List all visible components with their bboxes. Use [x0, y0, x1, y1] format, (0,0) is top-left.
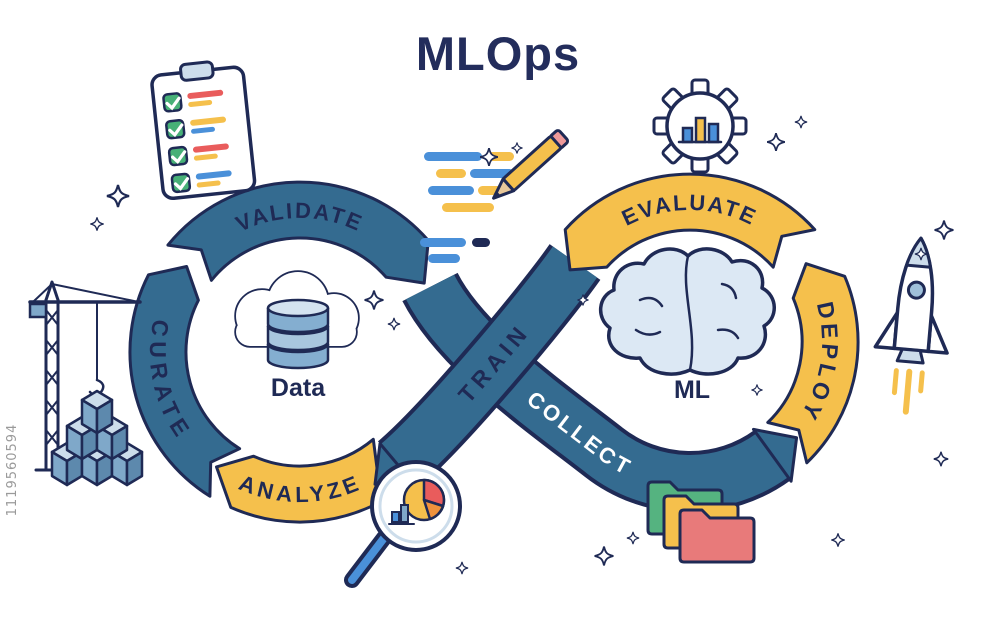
page-title: MLOps	[416, 27, 580, 80]
sparkle-icon	[750, 383, 764, 397]
folders-icon	[646, 480, 756, 564]
rocket-icon	[873, 236, 949, 415]
sparkle-icon	[933, 451, 949, 467]
sparkle-icon	[593, 545, 615, 567]
evaluate-arc	[563, 172, 817, 272]
ml-label: ML	[674, 376, 710, 404]
crane-icon	[28, 280, 142, 472]
stock-watermark-id: 1119560594	[5, 424, 20, 517]
curate-arc	[128, 265, 242, 498]
pencil-icon	[492, 129, 570, 200]
sparkle-icon	[89, 216, 105, 232]
sparkle-icon	[830, 532, 846, 548]
deploy-arc	[766, 262, 860, 465]
sparkle-icon	[626, 531, 640, 545]
database-stack-icon	[266, 298, 330, 370]
collect-arrowhead	[752, 427, 799, 483]
cloud-database-icon	[234, 270, 360, 370]
data-label: Data	[271, 374, 326, 402]
sparkle-icon	[766, 132, 786, 152]
validate-arc	[166, 180, 430, 285]
sparkle-icon	[510, 141, 524, 155]
gear-chart-icon	[652, 78, 748, 174]
cubes-icon	[50, 389, 144, 487]
sparkle-icon	[479, 147, 499, 167]
checklist-icon	[150, 60, 257, 201]
sparkle-icon	[455, 561, 469, 575]
sparkle-icon	[105, 183, 131, 209]
sparkle-icon	[794, 115, 808, 129]
magnifier-chart-icon	[344, 460, 462, 588]
analyze-arc	[215, 437, 411, 524]
sparkle-icon	[387, 317, 401, 331]
sparkle-icon	[933, 219, 955, 241]
sparkle-icon	[363, 289, 385, 311]
brain-icon	[599, 247, 776, 376]
code-lines-icon	[420, 152, 514, 263]
